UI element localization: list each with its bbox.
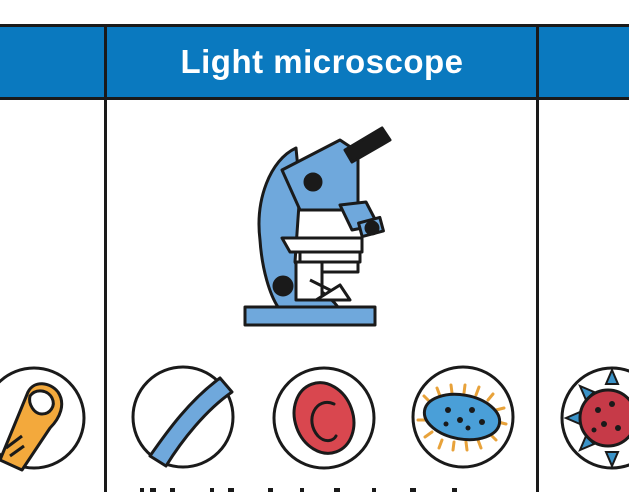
finger-icon <box>0 366 86 472</box>
left-column-divider <box>104 24 107 492</box>
bacterium-icon <box>411 365 515 469</box>
header-bottom-border <box>0 97 629 100</box>
cut-off-caption-fragments <box>140 488 457 492</box>
microscope-icon <box>243 126 392 327</box>
right-column-divider <box>536 24 539 492</box>
panel-title: Light microscope <box>180 43 464 80</box>
hair-strand-icon <box>131 365 235 469</box>
virus-icon <box>560 366 629 470</box>
red-blood-cell-icon <box>272 366 376 470</box>
top-border <box>0 24 629 27</box>
